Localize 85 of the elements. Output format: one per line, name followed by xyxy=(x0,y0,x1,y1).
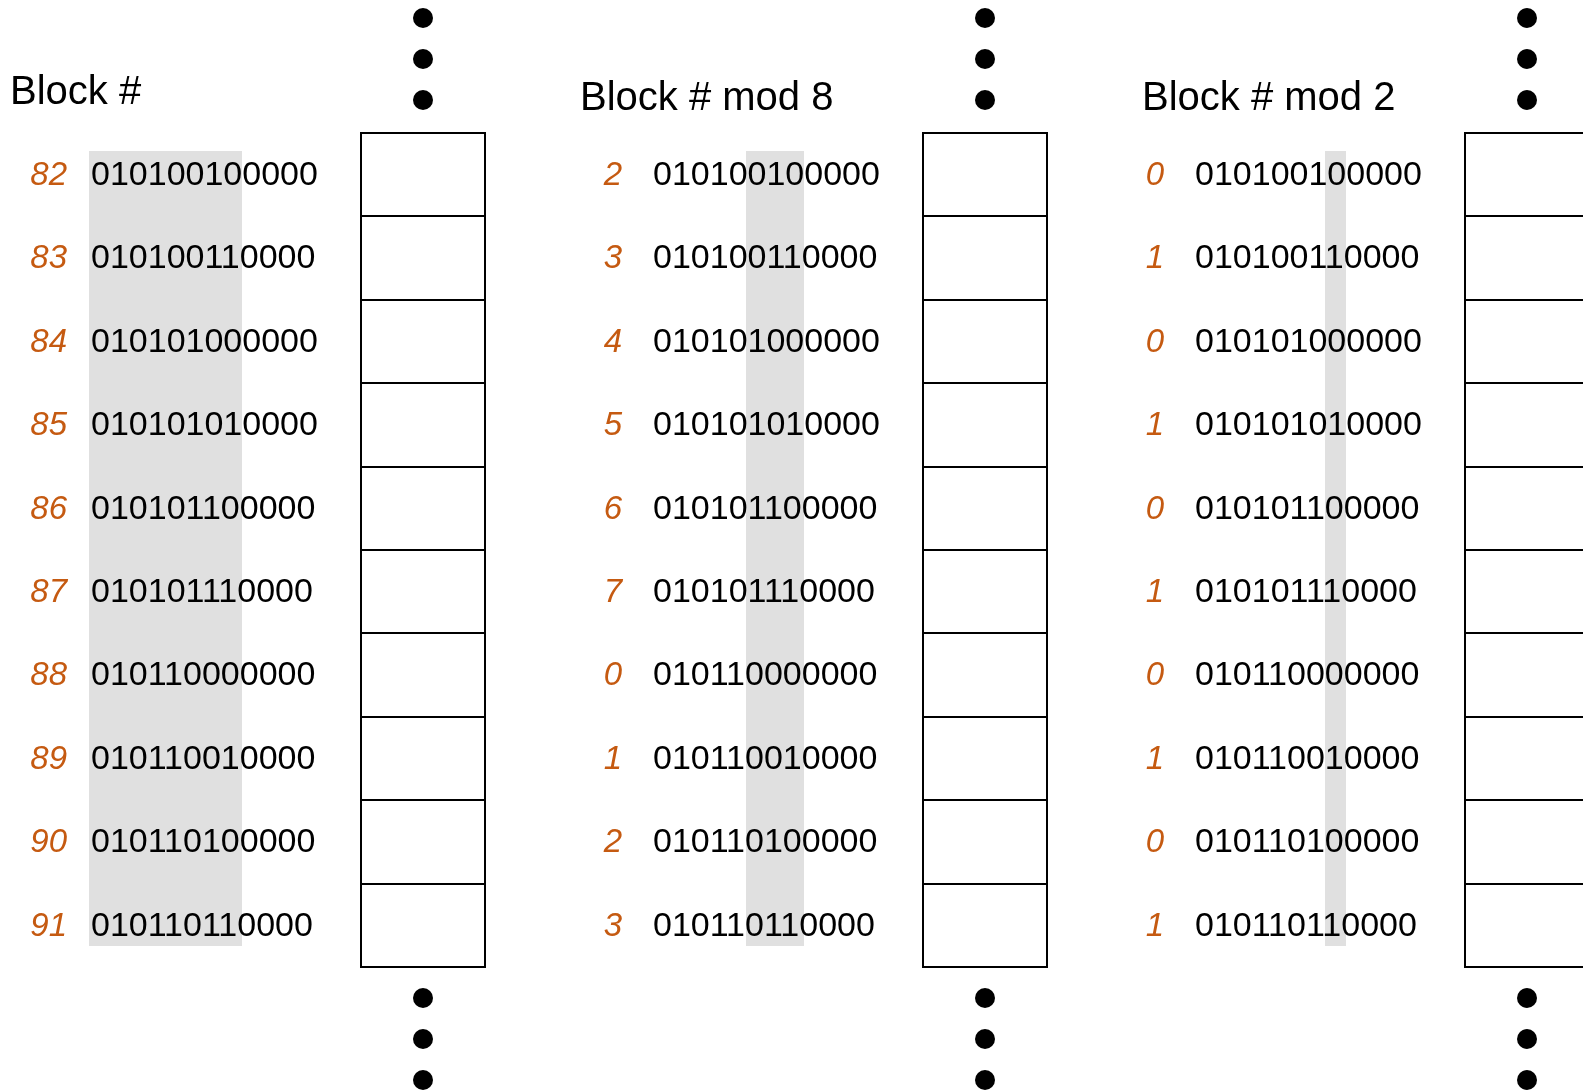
cache-slot xyxy=(922,215,1048,301)
cache-slot xyxy=(922,132,1048,218)
block-index: 0 xyxy=(1144,824,1164,858)
block-index: 1 xyxy=(1144,740,1164,774)
cache-slot xyxy=(922,632,1048,718)
binary-address: 010101000000 xyxy=(91,322,318,357)
block-index: 5 xyxy=(602,407,622,441)
block-index: 0 xyxy=(1144,657,1164,691)
cache-slot xyxy=(360,382,486,468)
block-index: 1 xyxy=(1144,407,1164,441)
cache-slot xyxy=(360,882,486,968)
binary-address: 010110000000 xyxy=(1195,656,1420,691)
cache-slot xyxy=(1464,132,1583,218)
binary-address: 010101110000 xyxy=(1195,573,1417,607)
cache-slot xyxy=(922,549,1048,635)
binary-address: 010101110000 xyxy=(653,573,875,607)
binary-address: 010101100000 xyxy=(91,489,316,524)
block-index: 83 xyxy=(29,240,67,274)
cache-slot xyxy=(360,799,486,885)
binary-address: 010101110000 xyxy=(91,573,313,607)
block-index: 88 xyxy=(29,657,67,691)
cache-slot xyxy=(1464,882,1583,968)
block-index: 90 xyxy=(29,824,67,858)
binary-address: 010110000000 xyxy=(653,656,878,691)
block-index: 85 xyxy=(29,407,67,441)
binary-address: 010110110000 xyxy=(653,906,875,941)
block-index: 3 xyxy=(602,907,622,941)
binary-address: 010110010000 xyxy=(653,739,878,774)
block-index: 91 xyxy=(29,907,67,941)
cache-slot xyxy=(360,298,486,385)
column-heading: Block # mod 8 xyxy=(580,76,834,116)
binary-address: 010100110000 xyxy=(91,239,316,274)
binary-address: 010100100000 xyxy=(1195,156,1422,190)
column-heading: Block # mod 2 xyxy=(1142,76,1396,116)
block-index: 7 xyxy=(602,574,622,607)
column-heading: Block # xyxy=(10,70,142,110)
binary-address: 010110100000 xyxy=(1195,823,1420,858)
binary-address: 010101010000 xyxy=(91,406,318,441)
binary-address: 010110110000 xyxy=(91,906,313,941)
block-index: 1 xyxy=(602,740,622,774)
binary-address: 010100100000 xyxy=(91,156,318,190)
binary-address: 010101010000 xyxy=(1195,406,1422,441)
binary-address: 010110100000 xyxy=(653,823,878,858)
cache-slot xyxy=(360,549,486,635)
cache-slot xyxy=(360,215,486,301)
block-index: 4 xyxy=(602,323,622,357)
cache-slot xyxy=(922,882,1048,968)
block-index: 1 xyxy=(1144,240,1164,274)
binary-address: 010101000000 xyxy=(1195,322,1422,357)
block-index: 1 xyxy=(1144,574,1164,607)
block-index: 86 xyxy=(29,490,67,524)
cache-slot xyxy=(360,715,486,802)
cache-slot xyxy=(922,715,1048,802)
binary-address: 010101100000 xyxy=(1195,489,1420,524)
block-index: 0 xyxy=(1144,490,1164,524)
binary-address: 010100110000 xyxy=(1195,239,1420,274)
cache-slot xyxy=(922,298,1048,385)
binary-address: 010101100000 xyxy=(653,489,878,524)
binary-address: 010110010000 xyxy=(1195,739,1420,774)
binary-address: 010110010000 xyxy=(91,739,316,774)
block-index: 87 xyxy=(29,574,67,607)
binary-address: 010101000000 xyxy=(653,322,880,357)
block-index: 89 xyxy=(29,740,67,774)
cache-slot xyxy=(922,465,1048,551)
block-index: 6 xyxy=(602,490,622,524)
cache-slot xyxy=(360,632,486,718)
block-index: 84 xyxy=(29,323,67,357)
block-index: 2 xyxy=(602,157,622,190)
binary-address: 010100110000 xyxy=(653,239,878,274)
cache-slot xyxy=(922,799,1048,885)
block-index: 82 xyxy=(29,157,67,190)
cache-slot xyxy=(360,465,486,551)
block-index: 0 xyxy=(1144,323,1164,357)
block-index: 0 xyxy=(602,657,622,691)
cache-slot xyxy=(360,132,486,218)
block-index: 0 xyxy=(1144,157,1164,190)
binary-address: 010101010000 xyxy=(653,406,880,441)
binary-address: 010100100000 xyxy=(653,156,880,190)
binary-address: 010110100000 xyxy=(91,823,316,858)
block-index: 3 xyxy=(602,240,622,274)
block-index: 1 xyxy=(1144,907,1164,941)
cache-slot xyxy=(922,382,1048,468)
binary-address: 010110000000 xyxy=(91,656,316,691)
binary-address: 010110110000 xyxy=(1195,906,1417,941)
block-index: 2 xyxy=(602,824,622,858)
